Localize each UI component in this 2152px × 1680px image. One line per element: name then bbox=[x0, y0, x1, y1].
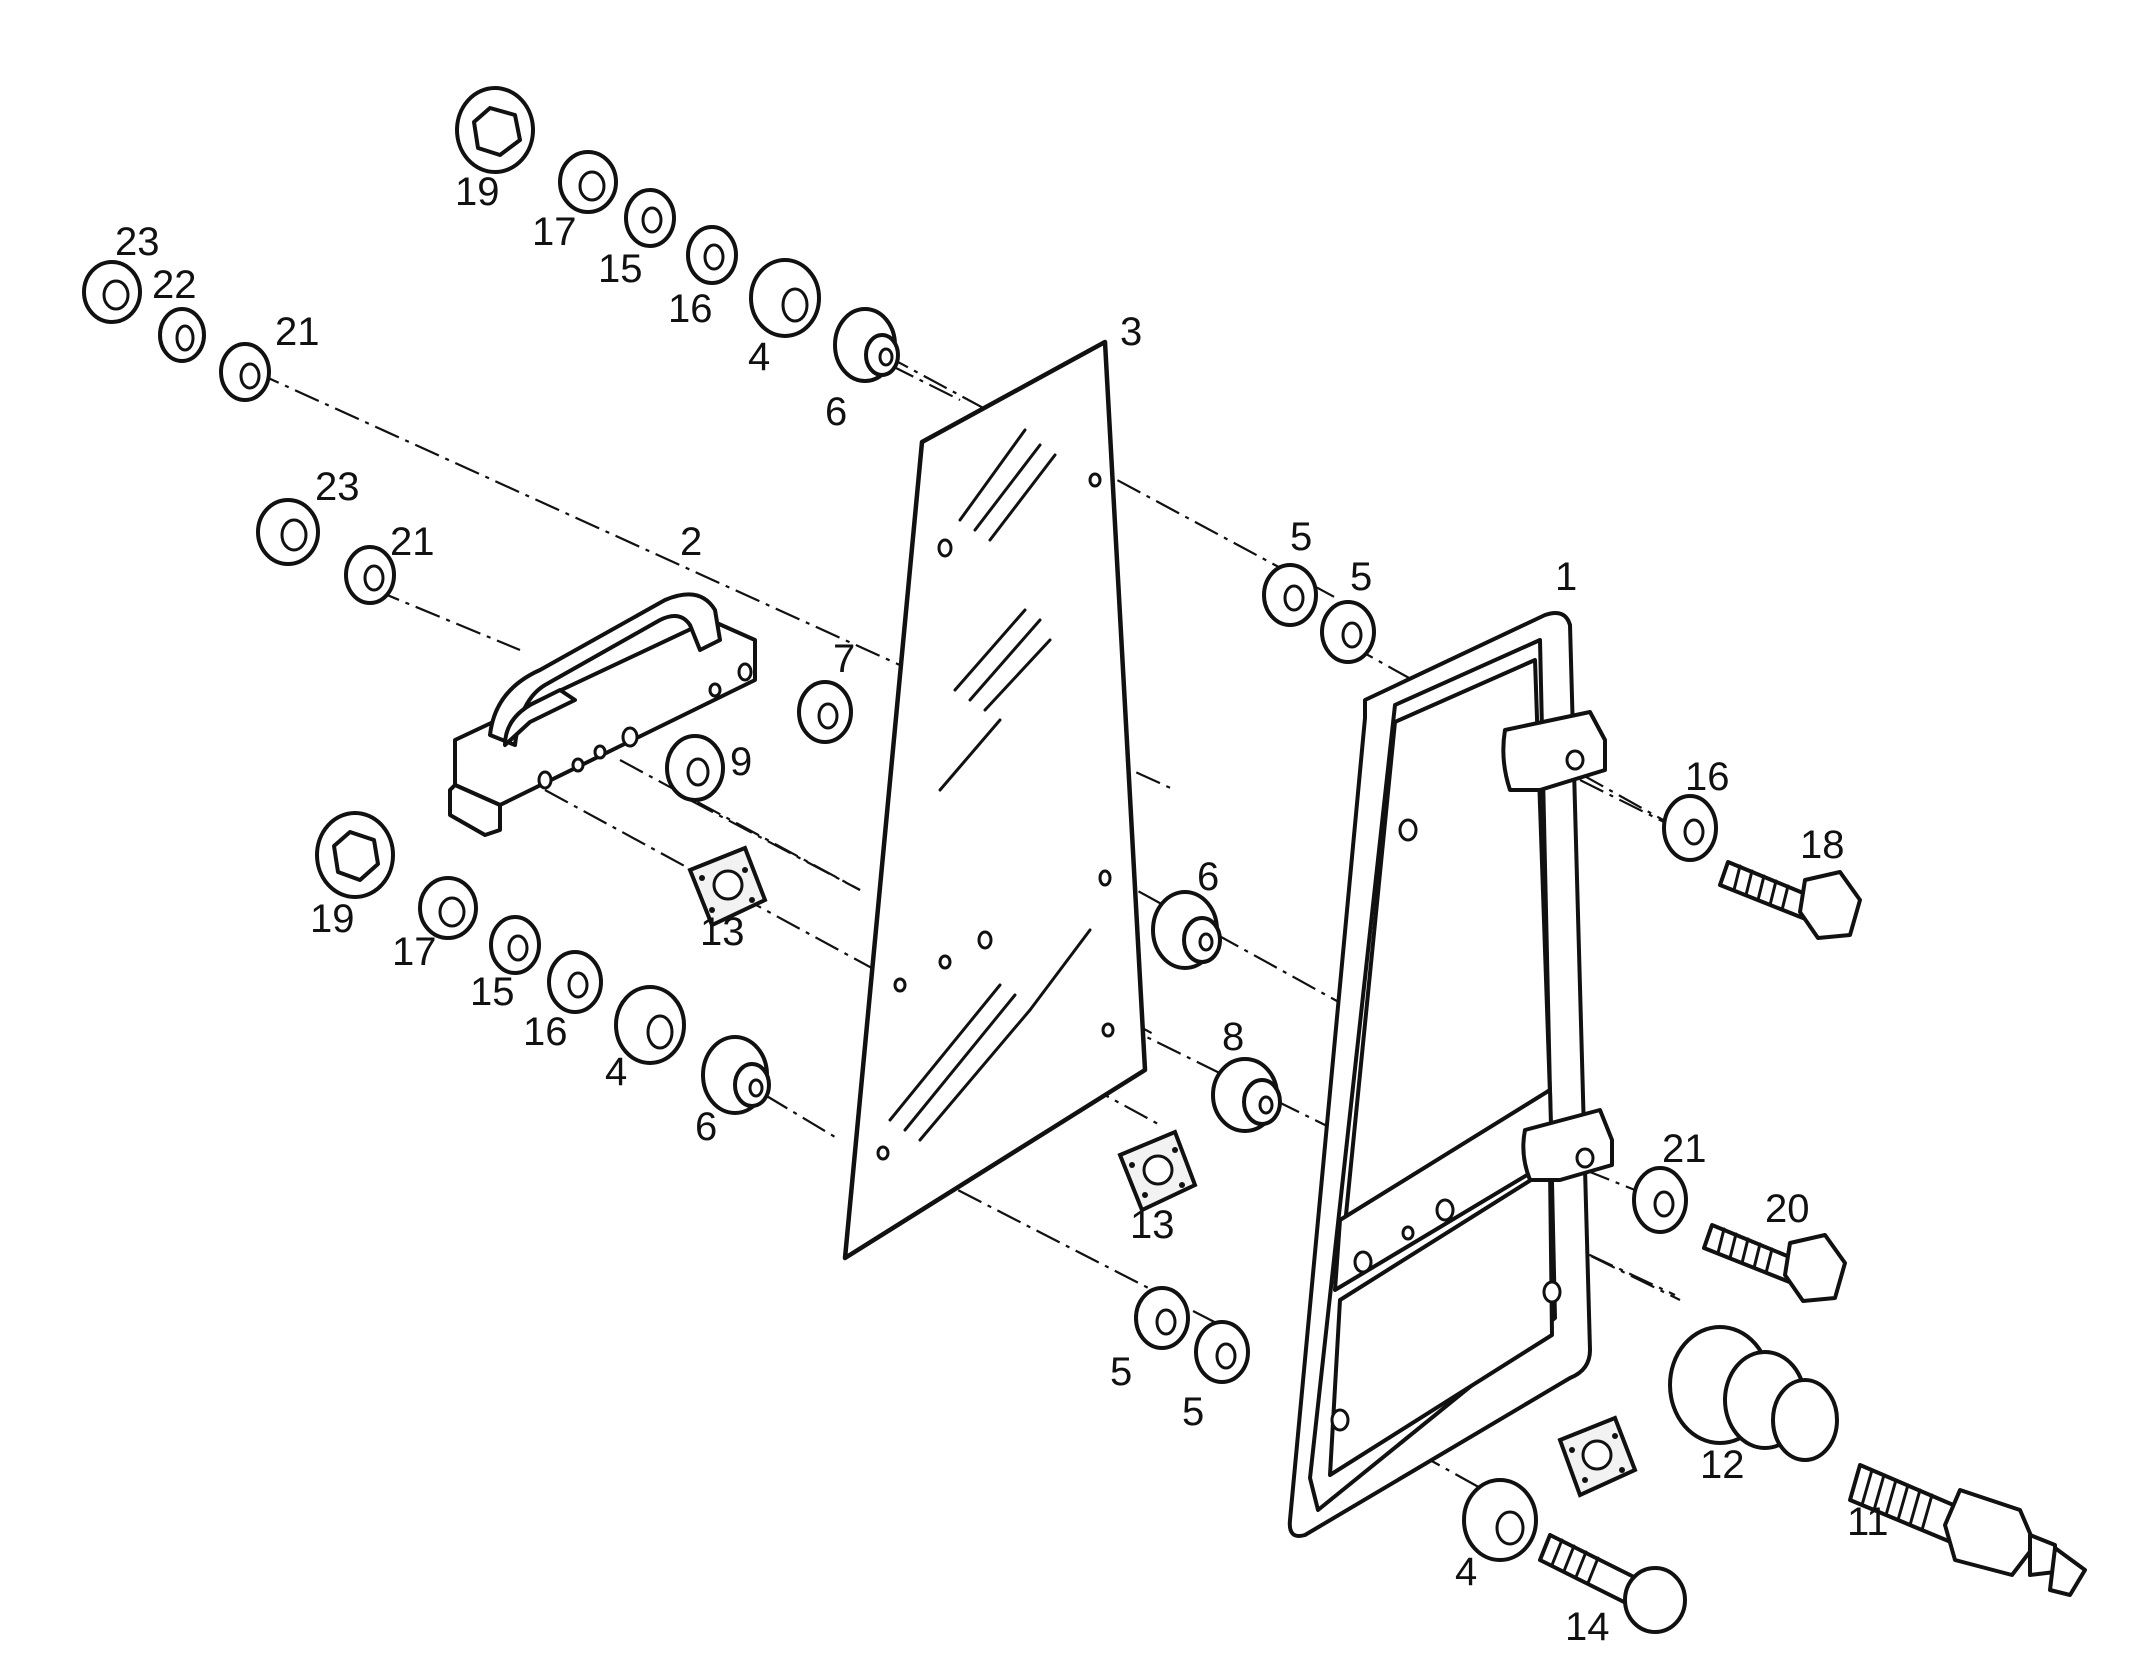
flanged-bush bbox=[701, 1035, 771, 1115]
grommet bbox=[1211, 1057, 1282, 1133]
handle-bracket bbox=[448, 592, 757, 837]
callout-label: 17 bbox=[532, 210, 577, 254]
callout-label: 9 bbox=[730, 740, 752, 784]
glass-panel bbox=[842, 339, 1148, 1261]
callout-label: 11 bbox=[1847, 1500, 1889, 1544]
callout-label: 4 bbox=[1455, 1550, 1477, 1594]
bolt bbox=[1718, 860, 1862, 940]
callout-label: 5 bbox=[1182, 1390, 1204, 1434]
callout-label: 22 bbox=[152, 263, 197, 307]
flanged-bush bbox=[833, 307, 900, 383]
stud-pin bbox=[1848, 1463, 2087, 1597]
gasket-pads bbox=[687, 845, 1638, 1498]
callout-label: 13 bbox=[700, 910, 745, 954]
washer bbox=[1134, 1286, 1190, 1350]
callout-labels: 1 2 3 4 4 4 5 5 5 5 6 6 6 7 8 9 11 12 13… bbox=[115, 170, 1889, 1649]
callout-label: 2 bbox=[680, 520, 702, 564]
callout-label: 19 bbox=[310, 897, 355, 941]
flanged-bush bbox=[1151, 890, 1222, 970]
callout-label: 13 bbox=[1130, 1203, 1175, 1247]
washer bbox=[624, 188, 676, 248]
spacer-bush bbox=[749, 258, 821, 338]
callout-label: 19 bbox=[455, 170, 500, 214]
washer bbox=[665, 734, 725, 802]
callout-label: 16 bbox=[1685, 755, 1730, 799]
callout-label: 6 bbox=[695, 1105, 717, 1149]
callout-label: 21 bbox=[390, 520, 435, 564]
callout-label: 1 bbox=[1555, 555, 1577, 599]
bolt bbox=[1538, 1533, 1687, 1634]
callout-label: 15 bbox=[598, 247, 643, 291]
bolt bbox=[1702, 1223, 1847, 1303]
nut bbox=[418, 876, 478, 940]
door-frame bbox=[1287, 611, 1614, 1538]
washer bbox=[797, 680, 853, 744]
callout-label: 21 bbox=[275, 310, 320, 354]
callout-label: 17 bbox=[392, 930, 437, 974]
washer bbox=[489, 915, 541, 975]
callout-label: 6 bbox=[1197, 855, 1219, 899]
washer bbox=[158, 307, 206, 363]
callout-label: 18 bbox=[1800, 823, 1845, 867]
nut bbox=[558, 150, 618, 214]
callout-label: 5 bbox=[1350, 555, 1372, 599]
callout-label: 16 bbox=[668, 287, 713, 331]
gasket-pad bbox=[1557, 1415, 1638, 1498]
callout-label: 16 bbox=[523, 1010, 568, 1054]
callout-label: 6 bbox=[825, 390, 847, 434]
callout-label: 21 bbox=[1662, 1127, 1707, 1171]
callout-label: 20 bbox=[1765, 1187, 1810, 1231]
washer bbox=[1194, 1320, 1250, 1384]
spacer-bush bbox=[614, 985, 686, 1065]
gasket-pad bbox=[1117, 1129, 1198, 1213]
nut bbox=[82, 260, 142, 324]
callout-label: 23 bbox=[115, 220, 160, 264]
callout-label: 7 bbox=[833, 637, 855, 681]
callout-label: 3 bbox=[1120, 310, 1142, 354]
callout-label: 15 bbox=[470, 970, 515, 1014]
cap-nut bbox=[455, 86, 535, 174]
callout-label: 4 bbox=[605, 1050, 627, 1094]
callout-label: 23 bbox=[315, 465, 360, 509]
washer bbox=[1662, 794, 1718, 862]
callout-label: 14 bbox=[1565, 1605, 1610, 1649]
buffer bbox=[1668, 1325, 1839, 1462]
callout-label: 8 bbox=[1222, 1015, 1244, 1059]
washer bbox=[344, 545, 396, 605]
callout-label: 5 bbox=[1290, 515, 1312, 559]
washer bbox=[1632, 1166, 1688, 1234]
washer bbox=[1320, 600, 1376, 664]
fasteners bbox=[82, 86, 2087, 1634]
gasket-pad bbox=[687, 845, 768, 928]
washer bbox=[686, 225, 738, 285]
washer bbox=[1262, 563, 1318, 627]
washer bbox=[219, 342, 271, 402]
spacer-bush bbox=[1462, 1478, 1538, 1562]
callout-label: 5 bbox=[1110, 1350, 1132, 1394]
nut bbox=[256, 498, 320, 566]
callout-label: 4 bbox=[748, 335, 770, 379]
callout-label: 12 bbox=[1700, 1443, 1745, 1487]
cap-nut bbox=[315, 811, 395, 899]
washer bbox=[547, 950, 603, 1014]
